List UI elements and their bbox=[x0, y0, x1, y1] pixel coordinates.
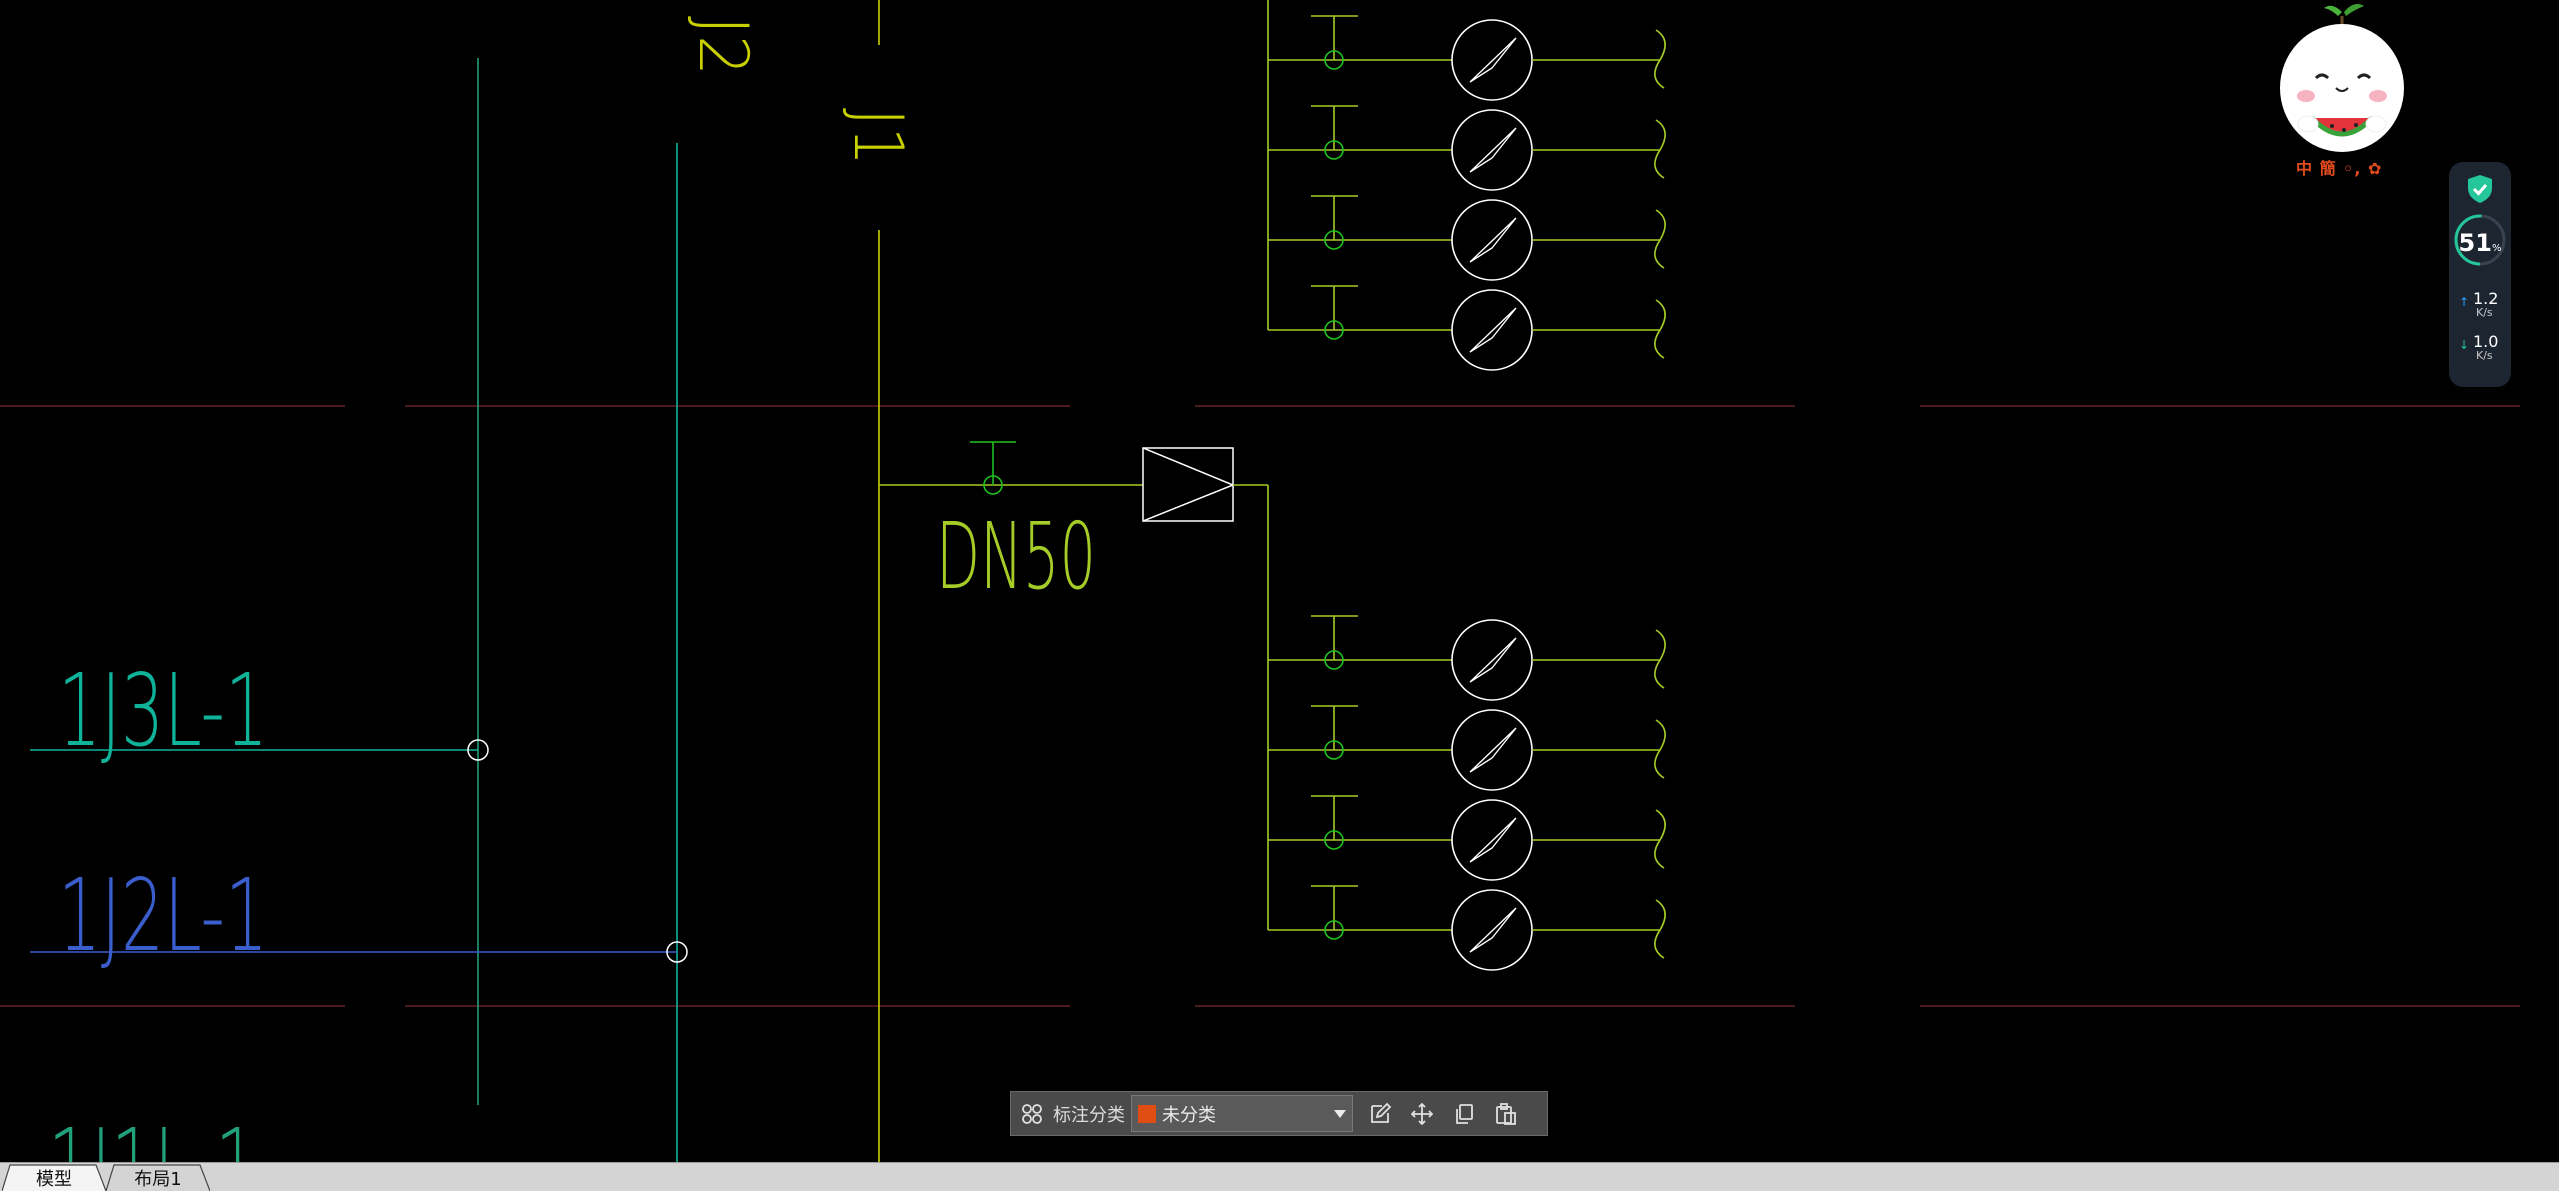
valve-icon bbox=[1324, 230, 1344, 250]
valve-icon bbox=[1324, 140, 1344, 160]
category-selected-value: 未分类 bbox=[1162, 1104, 1216, 1126]
pipe-break-icon bbox=[1654, 209, 1666, 269]
main-meter-icon bbox=[1142, 447, 1235, 522]
valve-icon bbox=[1324, 50, 1344, 70]
arrow-down-icon: ↓ bbox=[2459, 338, 2470, 352]
label-1j3l-1: 1J3L-1 bbox=[58, 652, 268, 769]
label-dn50: DN50 bbox=[936, 503, 1096, 610]
meter-needle bbox=[1469, 307, 1517, 353]
shield-check-icon bbox=[2468, 175, 2492, 203]
mascot-sticker[interactable] bbox=[2272, 0, 2412, 182]
annotation-toolbar: 标注分类 未分类 bbox=[1010, 1091, 1548, 1136]
pipe-break-icon bbox=[1654, 629, 1666, 689]
pipe-junction bbox=[467, 739, 489, 761]
valve-icon bbox=[1324, 740, 1344, 760]
valve-icon bbox=[1324, 920, 1344, 940]
label-1j2l-1: 1J2L-1 bbox=[58, 857, 268, 974]
valve-icon bbox=[1324, 320, 1344, 340]
network-monitor-widget[interactable]: 51% ↑ 1.2 K/s ↓ 1.0 K/s bbox=[2449, 162, 2511, 387]
meter-needle bbox=[1469, 127, 1517, 173]
layout-tab-bar: 模型 布局1 bbox=[0, 1162, 2559, 1191]
valve-icon bbox=[1324, 830, 1344, 850]
usage-percent: 51% bbox=[2458, 229, 2502, 257]
label-1j1l-1: 1J1L-1 bbox=[48, 1107, 258, 1162]
meter-needle bbox=[1469, 37, 1517, 83]
category-color-swatch bbox=[1138, 1104, 1156, 1123]
meter-group-upper bbox=[1268, 15, 1666, 371]
tab-layout1[interactable]: 布局1 bbox=[106, 1164, 210, 1191]
meter-needle bbox=[1469, 727, 1517, 773]
valve-icon bbox=[1324, 650, 1344, 670]
tab-model[interactable]: 模型 bbox=[2, 1164, 106, 1191]
pipe-break-icon bbox=[1654, 299, 1666, 359]
pipe-break-icon bbox=[1654, 719, 1666, 779]
meter-needle bbox=[1469, 637, 1517, 683]
grid-icon[interactable] bbox=[1014, 1096, 1050, 1132]
paste-icon[interactable] bbox=[1488, 1096, 1524, 1132]
pipe-junction bbox=[666, 941, 688, 963]
upload-speed: ↑ 1.2 K/s bbox=[2459, 289, 2499, 319]
chevron-down-icon bbox=[1334, 1110, 1346, 1118]
grid-lines bbox=[0, 405, 2520, 1007]
move-icon[interactable] bbox=[1404, 1096, 1440, 1132]
meter-needle bbox=[1469, 907, 1517, 953]
meter-needle bbox=[1469, 817, 1517, 863]
pipe-break-icon bbox=[1654, 809, 1666, 869]
usage-gauge bbox=[2454, 214, 2506, 266]
annotation-category-select[interactable]: 未分类 bbox=[1131, 1095, 1353, 1132]
pipe-labels: J2 J1 DN50 1J3L-1 1J2L-1 1J1L-1 bbox=[48, 16, 1096, 1162]
edit-icon[interactable] bbox=[1362, 1096, 1398, 1132]
pipe-break-icon bbox=[1654, 899, 1666, 959]
mascot-caption: 中 簡 ◦, ✿ bbox=[2296, 159, 2383, 178]
meter-group-lower bbox=[1268, 615, 1666, 971]
arrow-up-icon: ↑ bbox=[2459, 295, 2470, 309]
pipe-break-icon bbox=[1654, 119, 1666, 179]
annotation-category-label: 标注分类 bbox=[1053, 1104, 1125, 1126]
copy-icon[interactable] bbox=[1446, 1096, 1482, 1132]
main-meter-box bbox=[1142, 447, 1234, 522]
label-j1: J1 bbox=[838, 108, 917, 166]
valve-icon bbox=[983, 475, 1003, 495]
download-speed: ↓ 1.0 K/s bbox=[2459, 332, 2499, 362]
pipe-break-icon bbox=[1654, 29, 1666, 89]
label-j2: J2 bbox=[683, 16, 762, 76]
meter-needle bbox=[1469, 217, 1517, 263]
cad-model-space[interactable]: J2 J1 DN50 1J3L-1 1J2L-1 1J1L-1 bbox=[0, 0, 2559, 1162]
pipe-lines bbox=[30, 0, 1269, 1162]
